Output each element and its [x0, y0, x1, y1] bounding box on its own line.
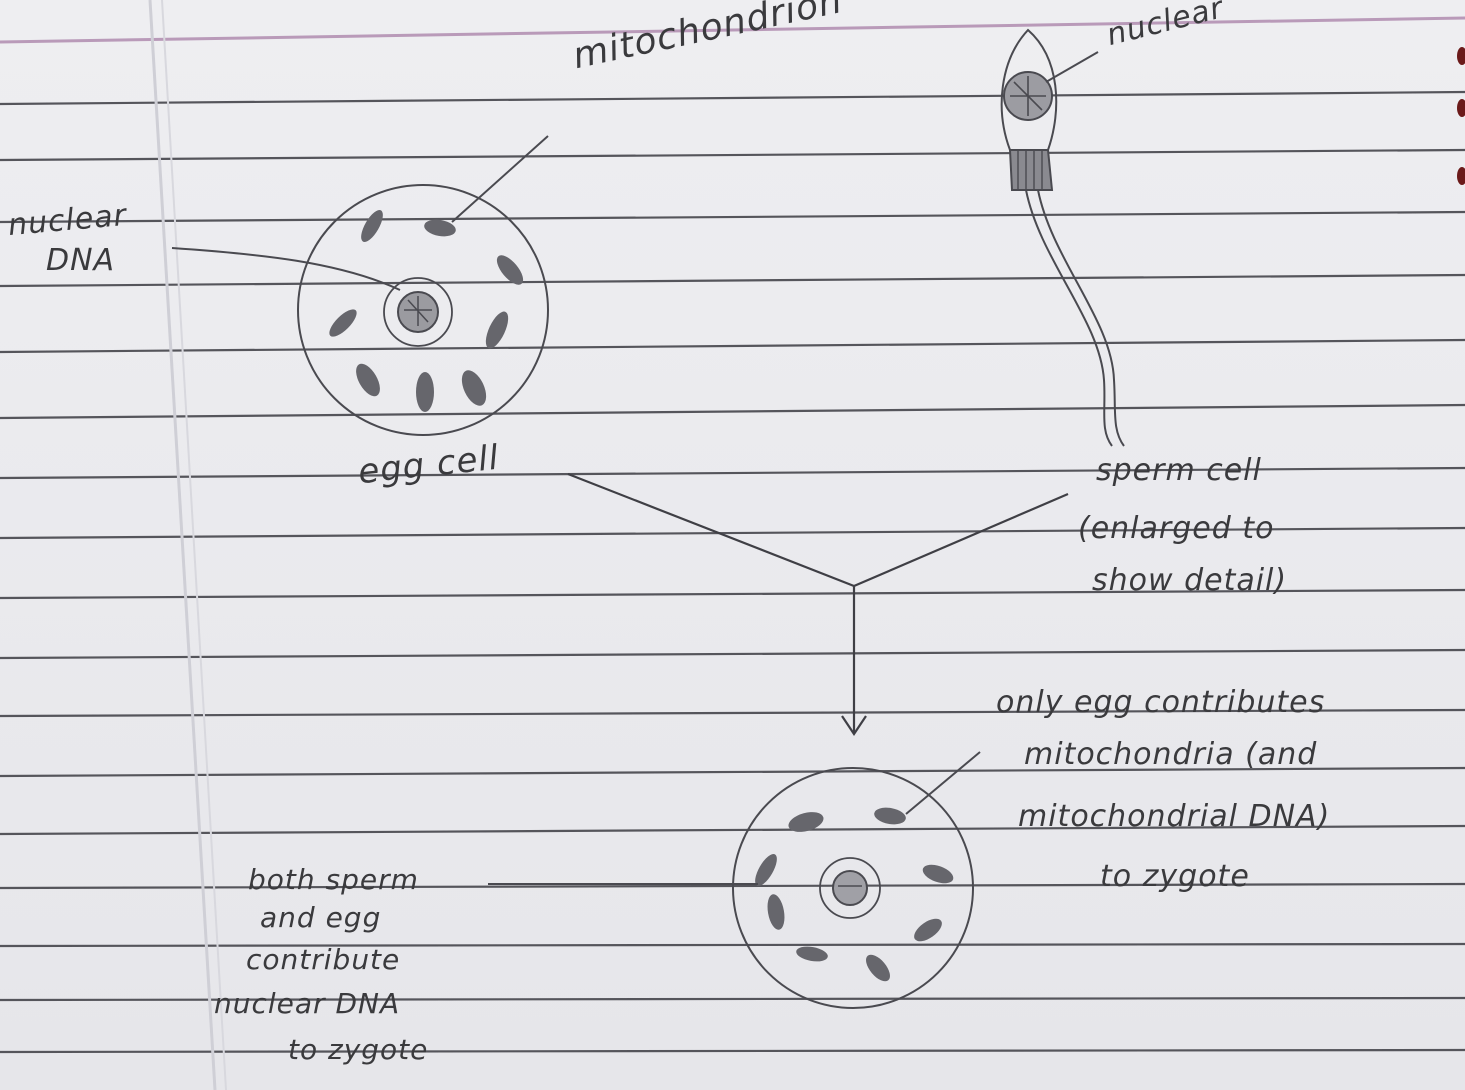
sperm-cell [1002, 30, 1124, 446]
label-both-4: nuclear DNA [214, 990, 400, 1018]
label-both-5: to zygote [288, 1036, 428, 1064]
label-only-4: to zygote [1100, 862, 1250, 892]
label-sperm-2: (enlarged to [1078, 514, 1274, 544]
margin-line [150, 0, 215, 1090]
fusion-arrows [568, 474, 1068, 734]
label-sperm-1: sperm cell [1096, 456, 1262, 486]
zygote [733, 768, 973, 1008]
label-nuclear-dna-2: DNA [46, 246, 115, 276]
sperm-nuclear-pointer [1046, 52, 1098, 82]
label-sperm-3: show detail) [1092, 566, 1287, 596]
label-only-1: only egg contributes [996, 688, 1325, 718]
margin-line-2 [162, 0, 226, 1090]
label-both-2: and egg [260, 904, 381, 932]
label-both-3: contribute [246, 946, 400, 974]
label-both-1: both sperm [248, 866, 419, 894]
label-only-3: mitochondrial DNA) [1018, 802, 1330, 832]
zygote-mito-pointer [906, 752, 980, 814]
label-only-2: mitochondria (and [1024, 740, 1317, 770]
mito-pointer [452, 136, 548, 222]
binder-holes [1457, 47, 1465, 185]
